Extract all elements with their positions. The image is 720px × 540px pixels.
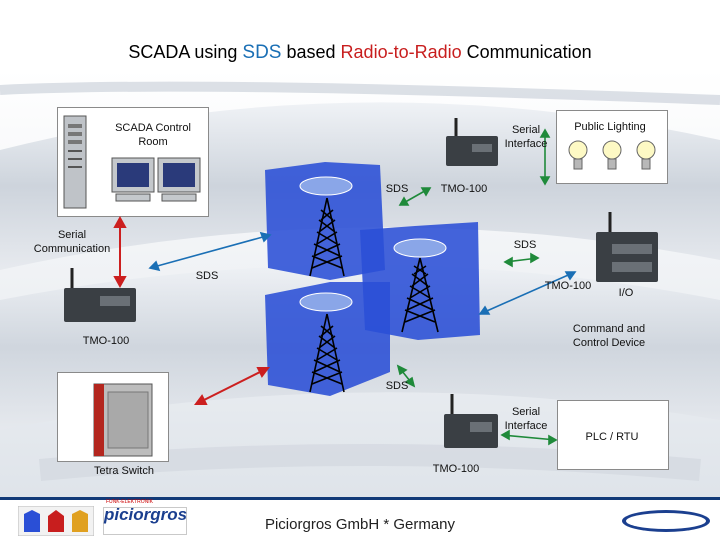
- light-bulb-icon-1: [568, 140, 588, 170]
- coat-of-arms-logo: [18, 506, 94, 536]
- sds-label-bottom: SDS: [385, 380, 409, 392]
- sds-link-mid-left: [148, 231, 272, 272]
- server-icon: [63, 115, 87, 209]
- sds-link-top: [398, 187, 432, 206]
- tetra-badge-top: [299, 176, 353, 196]
- tmo100-modem-top: [446, 118, 498, 166]
- monitor-icon-2: [157, 157, 201, 202]
- tmo100-modem-left: [64, 268, 136, 322]
- antenna-tower-top: [309, 197, 345, 277]
- sds-label-mid-left: SDS: [195, 270, 219, 282]
- antenna-tower-bottom: [309, 313, 345, 393]
- sds-label-mid-right: SDS: [513, 239, 537, 251]
- serial-communication-label: Serial Communication: [33, 229, 111, 255]
- logo-wordmark: piciorgros: [104, 505, 188, 524]
- tetra-cell-bottom: [265, 282, 390, 396]
- light-bulb-icon-3: [636, 140, 656, 170]
- title-part-2: based: [286, 42, 336, 62]
- tmo100-modem-bottom: [444, 394, 498, 448]
- io-label: I/O: [618, 287, 634, 299]
- tetra-badge-right: [393, 238, 447, 258]
- monitor-icon-1: [111, 157, 155, 202]
- logo-tagline: FUNK-ELEKTRONIK: [106, 499, 153, 505]
- piciorgros-logo: FUNK-ELEKTRONIK piciorgros: [103, 499, 188, 535]
- serial-interface-label-bottom: Serial Interface: [504, 406, 548, 432]
- command-control-label: Command and Control Device: [572, 323, 646, 349]
- tmo100-label-mid-right: TMO-100: [544, 280, 592, 292]
- tmo100-label-left: TMO-100: [82, 335, 130, 347]
- tetra-logo: [622, 510, 710, 532]
- serial-link-top: [539, 128, 551, 186]
- sds-link-bottom: [396, 364, 416, 388]
- serial-interface-label-top: Serial Interface: [504, 124, 548, 150]
- antenna-tower-right: [401, 257, 439, 333]
- title-part-1: SCADA using: [128, 42, 238, 62]
- page-title: SCADA using SDS based Radio-to-Radio Com…: [0, 42, 720, 64]
- tmo100-label-bottom: TMO-100: [432, 463, 480, 475]
- switch-tetra-link: [194, 367, 270, 405]
- sds-link-mid-right: [503, 252, 540, 268]
- serial-communication-link: [113, 215, 127, 289]
- tetra-cell-top: [265, 162, 385, 280]
- title-part-3: Communication: [466, 42, 592, 62]
- tetra-badge-bottom: [299, 292, 353, 312]
- plc-rtu-label: PLC / RTU: [585, 431, 639, 443]
- public-lighting-label: Public Lighting: [574, 121, 646, 133]
- serial-link-bottom: [500, 429, 558, 446]
- tmo100-label-top: TMO-100: [440, 183, 488, 195]
- title-sds: SDS: [242, 42, 282, 63]
- command-control-device: [596, 212, 658, 282]
- light-bulb-icon-2: [602, 140, 622, 170]
- plc-rtu-box: [557, 400, 669, 470]
- scada-control-room-label: SCADA Control Room: [115, 122, 191, 148]
- footer-bar: [0, 497, 720, 500]
- tetra-switch-cabinet: [93, 383, 153, 457]
- title-radio: Radio-to-Radio: [340, 42, 462, 62]
- footer-company: Piciorgros GmbH * Germany: [264, 516, 456, 533]
- sds-label-top: SDS: [385, 183, 409, 195]
- tetra-switch-label: Tetra Switch: [94, 465, 154, 477]
- link-tetra-cell-command: [478, 271, 577, 315]
